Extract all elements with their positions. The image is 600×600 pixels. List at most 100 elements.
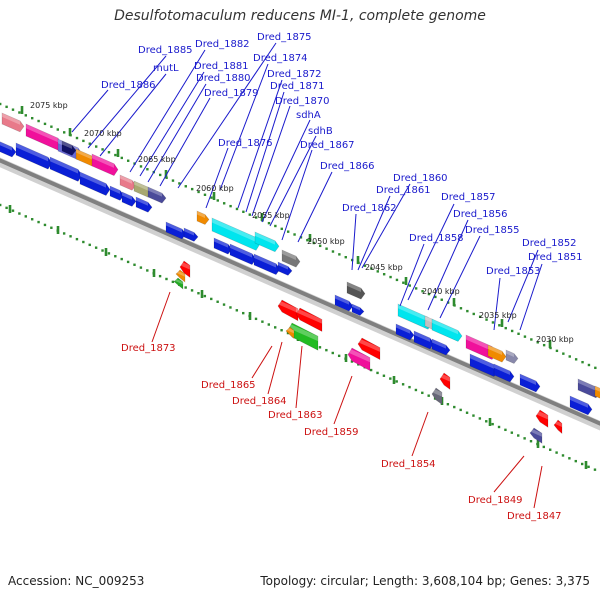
leader-line: [87, 55, 167, 149]
forward-tick-dot: [517, 332, 520, 335]
gene-label-forward: Dred_1881: [194, 61, 249, 72]
ruler-label: 2045 kbp: [365, 263, 403, 272]
reverse-tick-dot: [5, 206, 8, 210]
gene-block-reverse: [277, 299, 299, 322]
reverse-tick-dot: [369, 368, 373, 372]
gene-label-forward: Dred_1855: [465, 225, 520, 236]
leader-line: [427, 219, 469, 311]
leader-line: [493, 455, 525, 493]
reverse-tick-dot: [114, 255, 117, 258]
forward-tick-major: [68, 128, 72, 136]
reverse-tick-dot: [82, 240, 85, 244]
forward-tick-dot: [446, 301, 450, 304]
gene-block-reverse: [553, 419, 563, 435]
reverse-tick-dot: [555, 451, 558, 454]
forward-tick-dot: [101, 148, 104, 151]
reverse-tick-dot: [325, 348, 328, 352]
reverse-tick-dot: [235, 309, 239, 312]
gene-label-forward: Dred_1853: [486, 266, 541, 277]
forward-tick-dot: [235, 207, 239, 211]
gene-block: [1, 112, 25, 133]
leader-line: [439, 235, 481, 319]
gene-block-reverse: [173, 277, 184, 290]
reverse-tick-dot: [120, 257, 123, 261]
leader-line: [261, 119, 311, 223]
leader-line: [251, 345, 273, 379]
forward-tick-dot: [139, 165, 143, 168]
forward-tick-dot: [523, 335, 527, 338]
gene-arrow-forward: [79, 171, 111, 196]
forward-tick-dot: [491, 321, 495, 324]
forward-tick-dot: [197, 190, 200, 194]
gene-block: [119, 174, 137, 191]
reverse-tick-dot: [146, 269, 149, 272]
reverse-tick-dot: [216, 300, 219, 303]
forward-tick-dot: [299, 236, 303, 239]
gene-label-forward: Dred_1861: [376, 185, 431, 196]
gene-label-reverse: Dred_1864: [232, 396, 287, 407]
reverse-tick-dot: [165, 277, 168, 281]
gene-arrow-forward: [49, 156, 83, 182]
gene-block-reverse: [357, 337, 381, 361]
gene-block: [431, 318, 463, 342]
forward-tick-dot: [30, 116, 34, 120]
gene-block-reverse: [431, 387, 443, 405]
forward-tick-dot: [158, 173, 162, 177]
reverse-tick-dot: [94, 246, 98, 249]
gene-label-forward: Dred_1857: [441, 192, 496, 203]
reverse-tick-dot: [574, 459, 577, 463]
gene-block: [487, 344, 507, 363]
reverse-tick-dot: [427, 394, 430, 397]
reverse-tick-dot: [222, 303, 226, 306]
leader-line: [333, 375, 353, 425]
forward-tick-dot: [350, 258, 354, 262]
gene-block: [254, 231, 280, 253]
gene-arrow-forward: [334, 294, 354, 312]
reverse-tick-dot: [529, 440, 533, 443]
leader-line: [129, 49, 206, 173]
reverse-tick-dot: [101, 249, 104, 252]
leader-line: [159, 97, 211, 187]
forward-tick-major: [308, 234, 312, 242]
forward-tick-dot: [274, 224, 277, 228]
gene-block: [25, 123, 63, 151]
reverse-tick-dot: [62, 232, 66, 235]
reverse-tick-dot: [280, 329, 283, 332]
forward-tick-major: [500, 319, 504, 327]
ruler-label: 2070 kbp: [84, 129, 122, 138]
forward-tick-dot: [414, 287, 418, 290]
reverse-tick-dot: [50, 226, 53, 229]
forward-tick-dot: [11, 108, 15, 111]
forward-tick-dot: [363, 264, 367, 267]
reverse-tick-major: [344, 354, 348, 362]
gene-label-reverse: Dred_1847: [507, 511, 562, 522]
gene-block: [196, 210, 210, 225]
reverse-tick-dot: [510, 431, 514, 434]
ruler-label: 2035 kbp: [479, 311, 517, 320]
reverse-tick-dot: [382, 374, 386, 377]
forward-tick-dot: [222, 202, 226, 205]
reverse-tick-major: [584, 461, 588, 469]
forward-tick-dot: [203, 193, 207, 196]
leader-line: [139, 71, 205, 177]
gene-block: [91, 153, 119, 177]
leader-line: [251, 105, 291, 217]
forward-tick-dot: [82, 139, 85, 143]
reverse-tick-major: [56, 226, 60, 234]
backbone-line: [0, 158, 600, 426]
gene-block-reverse: [179, 260, 191, 278]
gene-label-forward: Dred_1880: [196, 73, 251, 84]
forward-tick-dot: [331, 250, 335, 253]
reverse-tick-dot: [504, 428, 507, 432]
forward-tick-dot: [171, 179, 175, 182]
reverse-tick-dot: [517, 434, 520, 437]
reverse-tick-dot: [318, 346, 322, 349]
reverse-tick-dot: [465, 411, 469, 414]
forward-tick-dot: [37, 119, 40, 123]
reverse-tick-dot: [190, 289, 194, 292]
gene-label-forward: Dred_1885: [138, 45, 193, 56]
forward-tick-dot: [0, 102, 2, 106]
forward-tick-dot: [242, 210, 245, 214]
genome-title: Desulfotomaculum reducens MI-1, complete…: [114, 8, 486, 24]
